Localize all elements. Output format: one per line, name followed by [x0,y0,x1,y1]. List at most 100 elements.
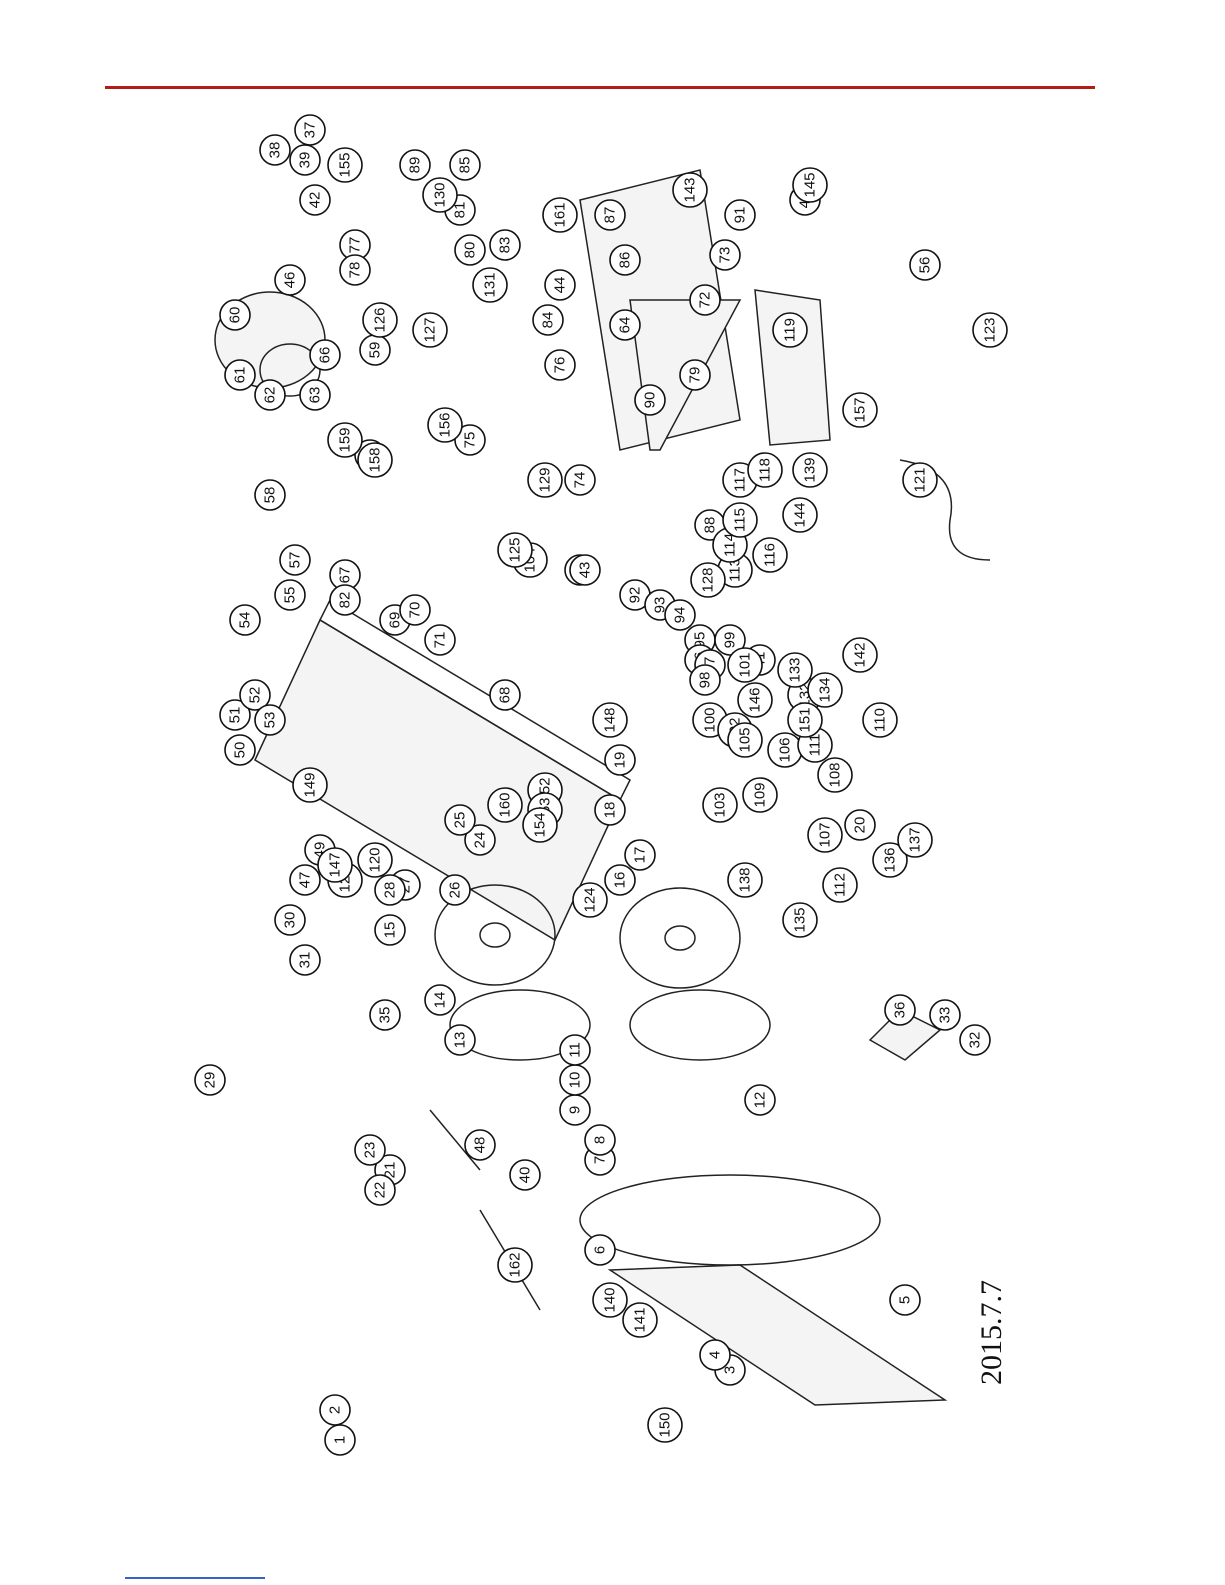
callout-33: 33 [929,999,961,1031]
callout-label: 5 [897,1296,914,1304]
callout-label: 39 [297,152,314,169]
callout-label: 53 [262,712,279,729]
callout-label: 95 [692,632,709,649]
callout-label: 70 [407,602,424,619]
callout-label: 36 [892,1002,909,1019]
callout-20: 20 [844,809,876,841]
callout-112: 112 [822,867,858,903]
callout-89: 89 [399,149,431,181]
callout-label: 57 [287,552,304,569]
callout-label: 10 [567,1072,584,1089]
callout-129: 129 [527,462,563,498]
callout-label: 91 [732,207,749,224]
callout-label: 85 [457,157,474,174]
callout-label: 147 [327,852,344,877]
callout-label: 25 [452,812,469,829]
callout-label: 130 [432,182,449,207]
callout-label: 3 [722,1366,739,1374]
callout-90: 90 [634,384,666,416]
callout-label: 8 [592,1136,609,1144]
callout-79: 79 [679,359,711,391]
callout-label: 150 [657,1412,674,1437]
callout-label: 1 [332,1436,349,1444]
callout-label: 77 [347,237,364,254]
callout-149: 149 [292,767,328,803]
callout-label: 143 [682,177,699,202]
callout-51: 51 [219,699,251,731]
callout-label: 40 [517,1167,534,1184]
callout-label: 21 [382,1162,399,1179]
callout-label: 14 [432,992,449,1009]
callout-label: 15 [382,922,399,939]
callout-label: 4 [707,1351,724,1359]
callout-85: 85 [449,149,481,181]
callout-141: 141 [622,1302,658,1338]
callout-label: 26 [447,882,464,899]
callout-label: 79 [687,367,704,384]
callout-78: 78 [339,254,371,286]
callout-label: 30 [282,912,299,929]
callout-label: 133 [787,657,804,682]
callout-118: 118 [747,452,783,488]
callout-68: 68 [489,679,521,711]
callout-label: 68 [497,687,514,704]
footer-rule [125,1577,265,1579]
callout-124: 124 [572,882,608,918]
callout-label: 63 [307,387,324,404]
callout-label: 138 [737,867,754,892]
callout-label: 9 [567,1106,584,1114]
callout-151: 151 [787,702,823,738]
callout-14: 14 [424,984,456,1016]
callout-label: 31 [297,952,314,969]
callout-label: 74 [572,472,589,489]
callout-50: 50 [224,734,256,766]
callout-label: 42 [307,192,324,209]
callout-29: 29 [194,1064,226,1096]
callout-label: 81 [452,202,469,219]
callout-label: 155 [337,152,354,177]
callout-label: 160 [497,792,514,817]
callout-52: 52 [239,679,271,711]
callout-label: 29 [202,1072,219,1089]
callout-label: 103 [712,792,729,817]
callout-label: 129 [537,467,554,492]
callout-label: 24 [472,832,489,849]
callout-156: 156 [427,407,463,443]
callout-61: 61 [224,359,256,391]
callout-label: 38 [267,142,284,159]
callout-label: 11 [567,1042,584,1058]
callout-label: 83 [497,237,514,254]
callout-161: 161 [542,197,578,233]
callout-label: 159 [337,427,354,452]
callout-155: 155 [327,147,363,183]
callout-30: 30 [274,904,306,936]
callout-86: 86 [609,244,641,276]
callout-137: 137 [897,822,933,858]
callout-label: 93 [652,597,669,614]
callout-120: 120 [357,842,393,878]
callout-label: 18 [602,802,619,819]
callout-label: 99 [722,632,739,649]
callout-83: 83 [489,229,521,261]
callout-64: 64 [609,309,641,341]
callout-label: 109 [752,782,769,807]
callout-label: 115 [732,508,749,532]
callout-label: 35 [377,1007,394,1024]
callout-105: 105 [727,722,763,758]
callout-23: 23 [354,1134,386,1166]
callout-140: 140 [592,1282,628,1318]
callout-91: 91 [724,199,756,231]
callout-label: 134 [817,677,834,702]
callout-144: 144 [782,497,818,533]
callout-label: 73 [717,247,734,264]
callout-48: 48 [464,1129,496,1161]
callout-label: 161 [552,202,569,227]
callout-1: 1 [324,1424,356,1456]
callout-label: 108 [827,762,844,787]
callout-146: 146 [737,682,773,718]
callout-32: 32 [959,1024,991,1056]
callout-148: 148 [592,702,628,738]
callout-70: 70 [399,594,431,626]
callout-label: 146 [747,687,764,712]
